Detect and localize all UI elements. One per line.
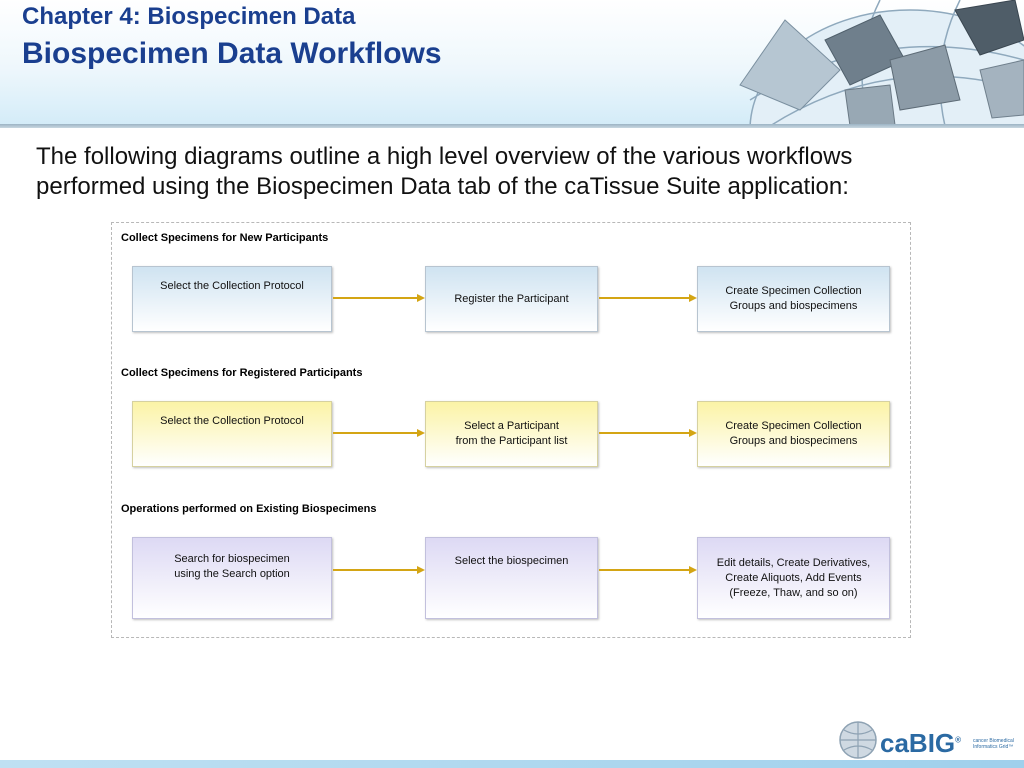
workflow-diagram-panel bbox=[111, 222, 911, 638]
workflow-1-step-2: Register the Participant bbox=[425, 266, 598, 332]
chapter-title: Chapter 4: Biospecimen Data bbox=[22, 3, 356, 30]
cabig-globe-icon bbox=[839, 721, 877, 759]
arrow-icon bbox=[599, 429, 697, 437]
arrow-icon bbox=[333, 566, 425, 574]
intro-line-2: performed using the Biospecimen Data tab… bbox=[36, 173, 849, 200]
workflow-3-step-1: Search for biospecimen using the Search … bbox=[132, 537, 332, 619]
globe-graphic bbox=[739, 0, 1024, 126]
workflow-1-title: Collect Specimens for New Participants bbox=[121, 232, 329, 244]
workflow-3-step-2: Select the biospecimen bbox=[425, 537, 598, 619]
arrow-icon bbox=[599, 566, 697, 574]
workflow-3-step-3: Edit details, Create Derivatives, Create… bbox=[697, 537, 890, 619]
header-rule bbox=[0, 124, 1024, 128]
cabig-logo-text: caBIG® bbox=[880, 728, 961, 759]
arrow-icon bbox=[333, 294, 425, 302]
cabig-name: caBIG bbox=[880, 728, 956, 758]
workflow-1-step-1: Select the Collection Protocol bbox=[132, 266, 332, 332]
workflow-2-step-2: Select a Participant from the Participan… bbox=[425, 401, 598, 467]
workflow-2-step-1: Select the Collection Protocol bbox=[132, 401, 332, 467]
intro-line-1: The following diagrams outline a high le… bbox=[36, 143, 853, 170]
footer-bar bbox=[0, 760, 1024, 768]
intro-text: The following diagrams outline a high le… bbox=[36, 142, 1016, 202]
arrow-icon bbox=[599, 294, 697, 302]
cabig-tm: ® bbox=[955, 735, 962, 745]
arrow-icon bbox=[333, 429, 425, 437]
slide-title: Biospecimen Data Workflows bbox=[22, 37, 442, 70]
cabig-subtitle: cancer Biomedical Informatics Grid™ bbox=[973, 738, 1014, 750]
workflow-1-step-3: Create Specimen Collection Groups and bi… bbox=[697, 266, 890, 332]
workflow-2-title: Collect Specimens for Registered Partici… bbox=[121, 367, 363, 379]
workflow-3-title: Operations performed on Existing Biospec… bbox=[121, 503, 377, 515]
workflow-2-step-3: Create Specimen Collection Groups and bi… bbox=[697, 401, 890, 467]
